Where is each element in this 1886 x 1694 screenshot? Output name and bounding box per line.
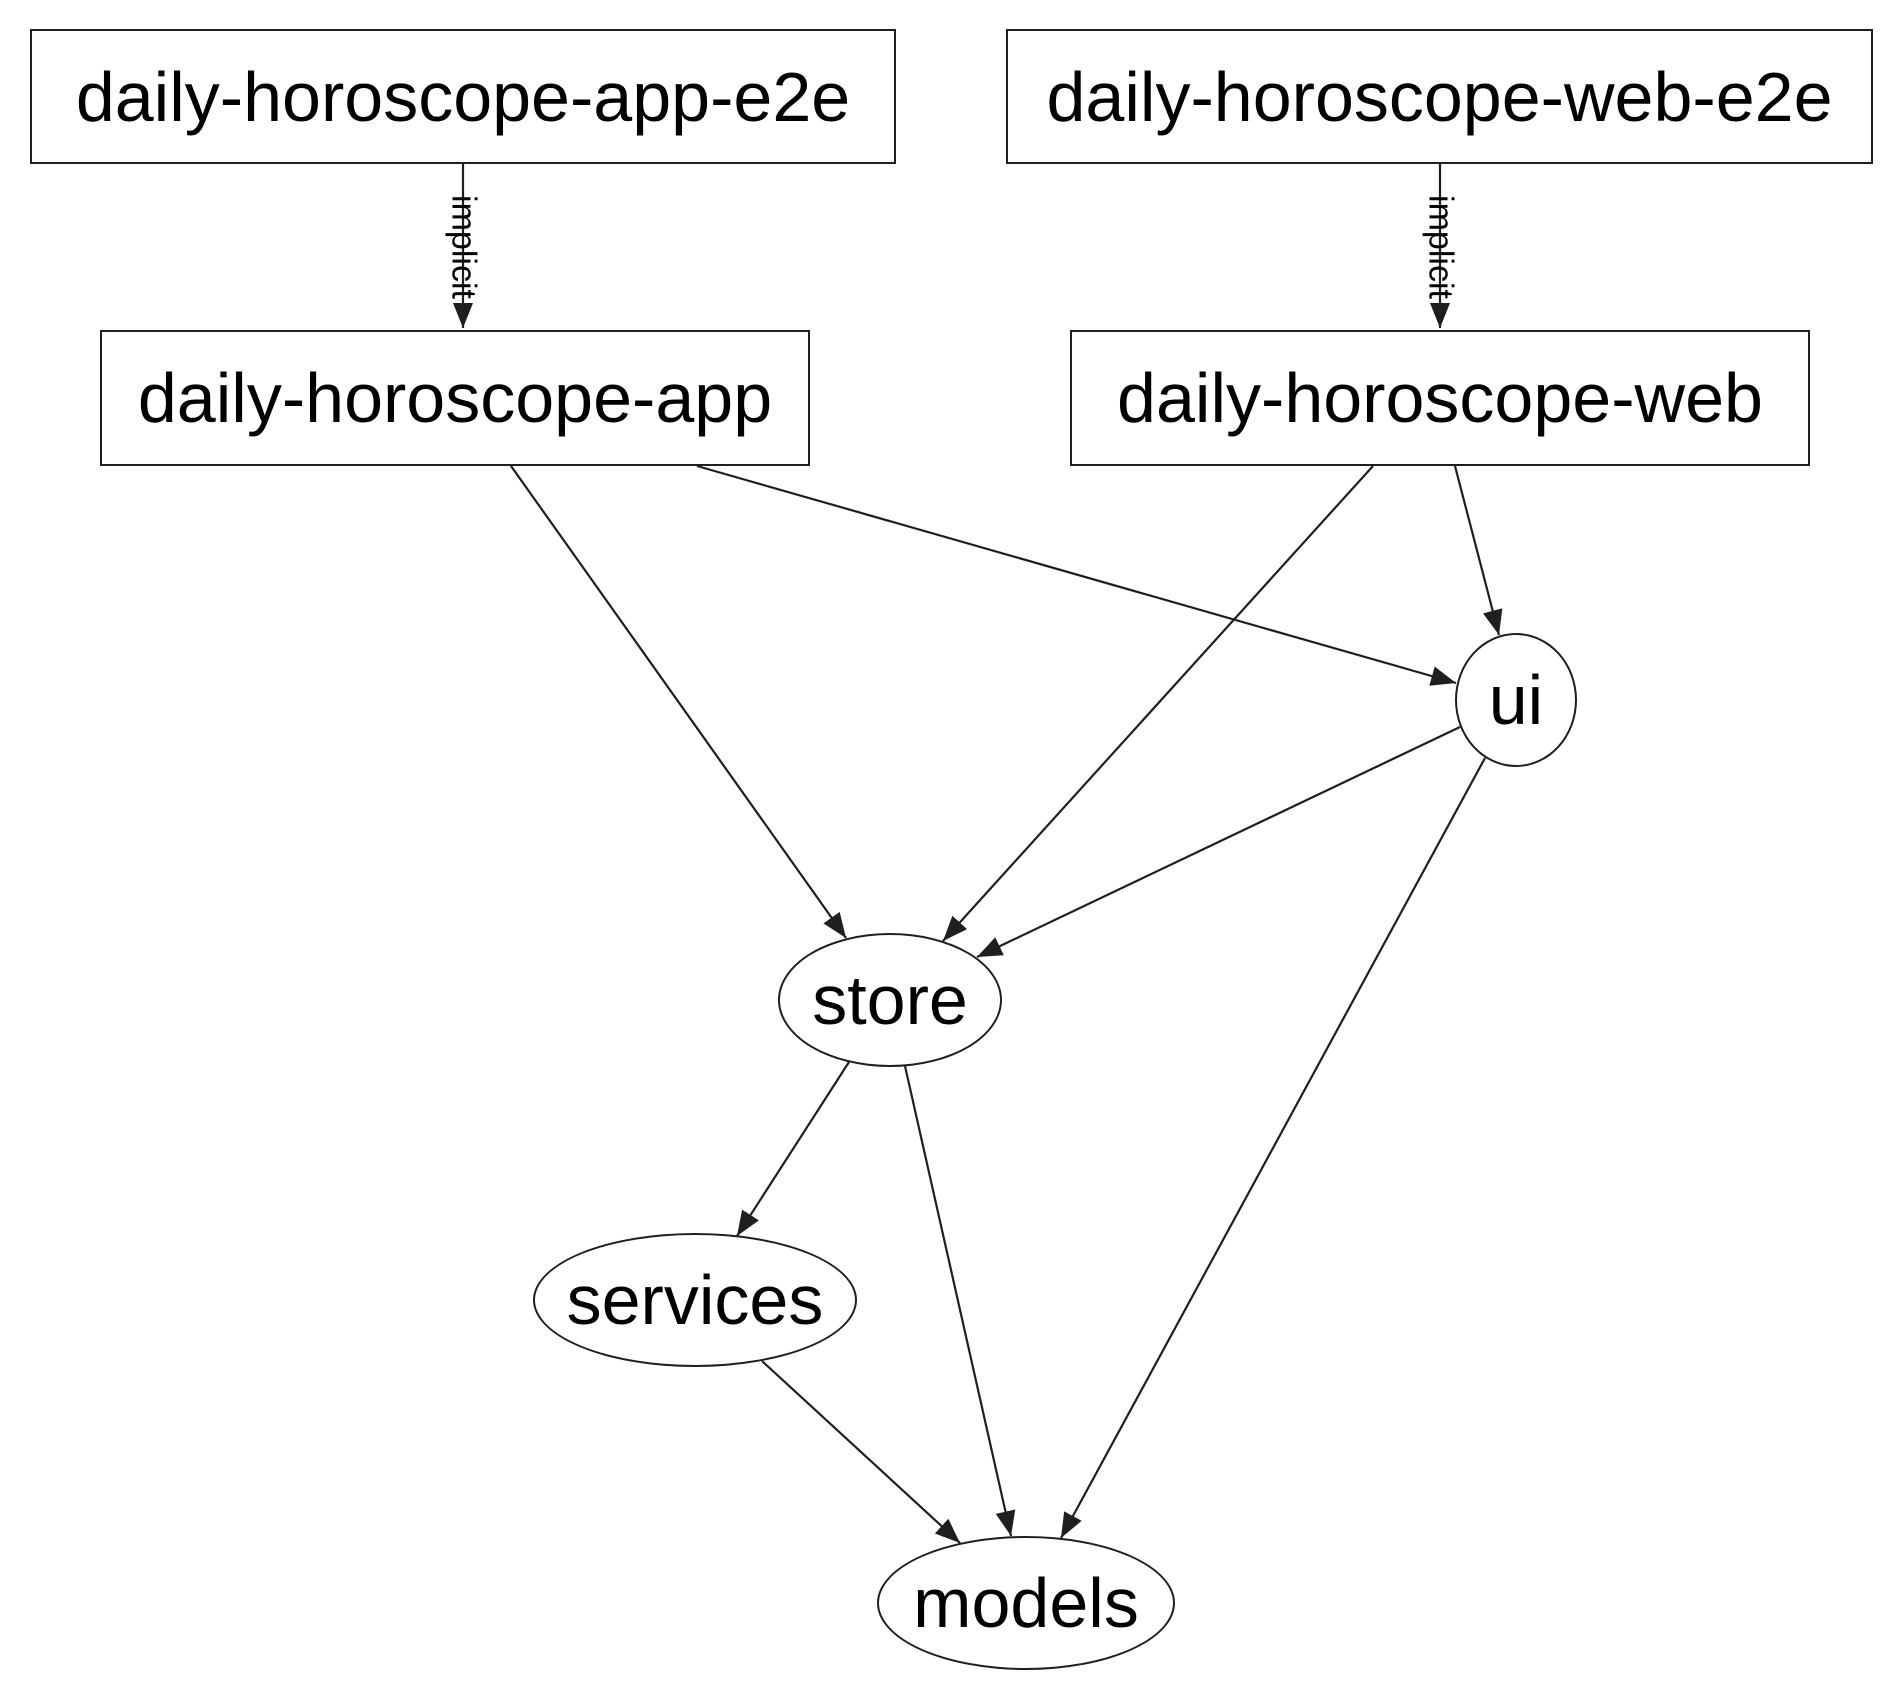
node-label: services: [566, 1261, 824, 1339]
node-daily-horoscope-app: daily-horoscope-app: [100, 330, 810, 466]
edge-store-to-services: [736, 1061, 850, 1237]
edge-daily-horoscope-app-to-ui: [696, 464, 1457, 686]
node-label: daily-horoscope-app-e2e: [75, 57, 851, 136]
node-store: store: [778, 933, 1002, 1067]
node-ui: ui: [1455, 633, 1577, 767]
node-models: models: [877, 1536, 1175, 1670]
edge-daily-horoscope-web-to-store: [942, 465, 1374, 942]
node-label: store: [812, 961, 968, 1039]
node-label: ui: [1488, 661, 1544, 739]
edge-label-implicit-web: implicit: [1421, 195, 1460, 299]
edge-ui-to-store: [976, 726, 1461, 958]
node-label: daily-horoscope-web-e2e: [1046, 57, 1833, 136]
node-daily-horoscope-web: daily-horoscope-web: [1070, 330, 1810, 466]
node-label: daily-horoscope-app: [137, 359, 773, 437]
edge-ui-to-models: [1060, 757, 1486, 1539]
edge-label-implicit-app: implicit: [444, 195, 483, 299]
node-label: models: [913, 1564, 1139, 1642]
edge-daily-horoscope-web-to-ui: [1453, 465, 1503, 636]
edge-store-to-models: [903, 1065, 1016, 1537]
edge-daily-horoscope-app-to-store: [510, 465, 847, 939]
edge-services-to-models: [761, 1360, 961, 1544]
node-daily-horoscope-web-e2e: daily-horoscope-web-e2e: [1006, 29, 1873, 164]
node-daily-horoscope-app-e2e: daily-horoscope-app-e2e: [30, 29, 896, 164]
node-services: services: [533, 1233, 857, 1367]
node-label: daily-horoscope-web: [1117, 359, 1763, 437]
